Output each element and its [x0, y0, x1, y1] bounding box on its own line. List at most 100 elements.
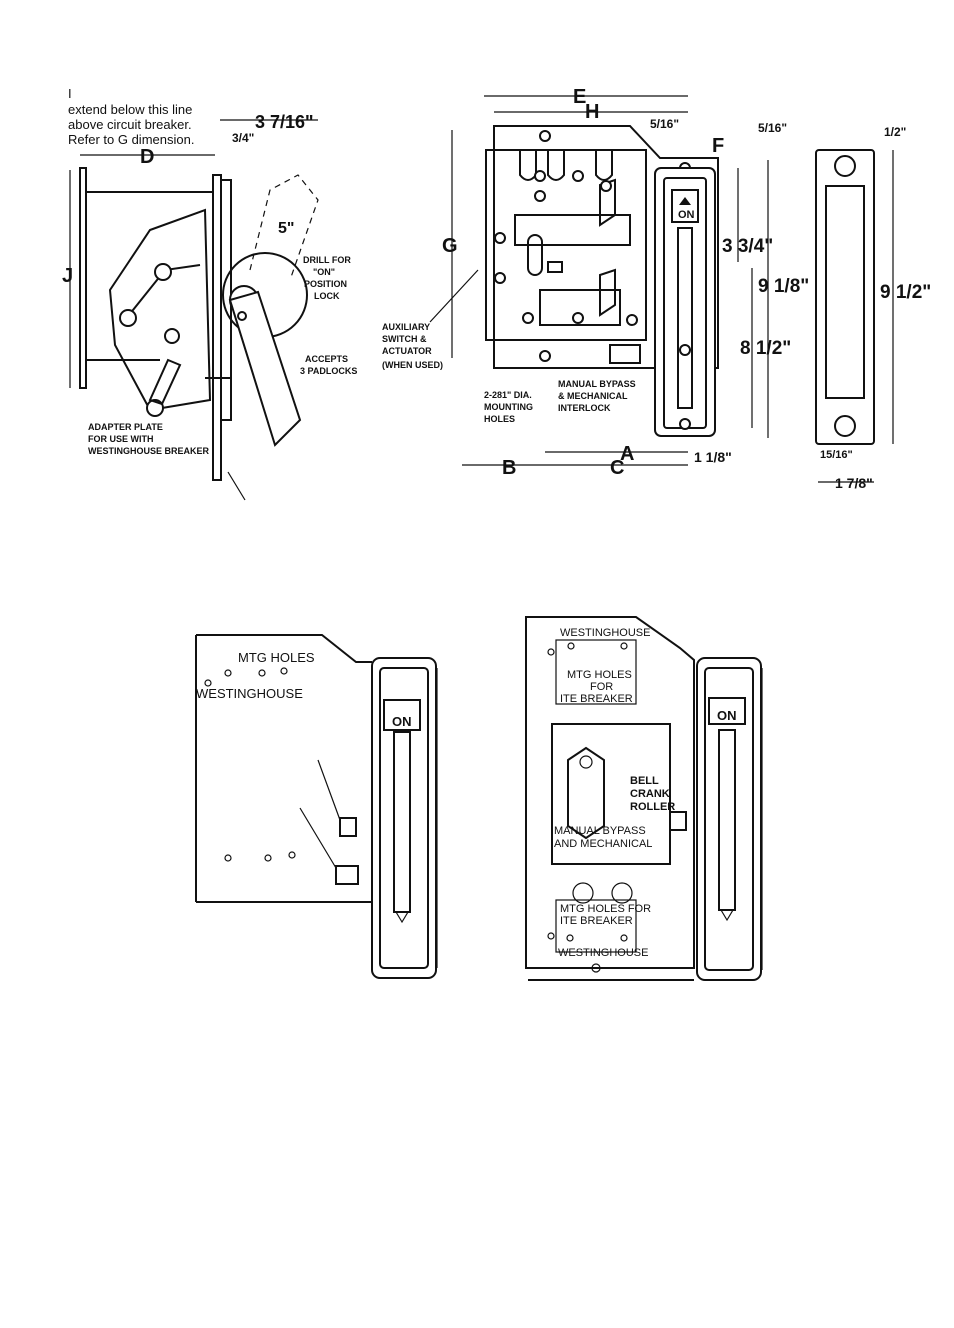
mount-label-2: MOUNTING: [484, 402, 533, 412]
side-handle-off-ghost: [249, 174, 319, 281]
front-top-hole: [539, 130, 551, 142]
ite-handle-track: [704, 667, 754, 971]
aux-label-3: ACTUATOR: [382, 346, 432, 356]
ite-lower-hole-2: [611, 882, 633, 904]
ite-bypass-2: AND MECHANICAL: [554, 838, 652, 850]
w-leader-2: [299, 807, 337, 869]
ite-view: WESTINGHOUSE MTG HOLES FOR ITE BREAKER B…: [525, 616, 763, 981]
ite-top-box: [555, 639, 637, 705]
padlock-label-2: 3 PADLOCKS: [300, 366, 357, 376]
ite-bell-3: ROLLER: [630, 801, 675, 813]
dim-j-label: J: [62, 265, 73, 287]
side-pivot-3: [164, 328, 180, 344]
side-handle-lever: [228, 290, 302, 447]
side-spring: [148, 358, 182, 406]
ite-mtg-top-2: FOR: [590, 681, 613, 693]
bypass-block: [609, 344, 641, 364]
front-on-label: ON: [678, 209, 695, 221]
front-mid-bar: [514, 214, 631, 246]
w-bypass-block: [335, 865, 359, 885]
front-slot-2: [547, 150, 565, 181]
dim-1-2-label: 1/2": [884, 125, 906, 139]
ite-handle-housing: [696, 657, 762, 981]
dim-5-16-a: 5/16": [650, 117, 679, 131]
end-view: 9 1/2" 1/2" 15/16" 1 7/8": [815, 125, 931, 491]
aux-label-1: AUXILIARY: [382, 322, 430, 332]
ite-brand-bottom: WESTINGHOUSE: [558, 947, 648, 959]
ite-brand-top: WESTINGHOUSE: [560, 627, 650, 639]
dim-h-label: H: [585, 101, 599, 123]
ite-bell-1: BELL: [630, 775, 659, 787]
drill-label-1: DRILL FOR: [303, 255, 351, 265]
bypass-label-1: MANUAL BYPASS: [558, 379, 636, 389]
dim-d-label: D: [140, 146, 154, 168]
side-note-line2: above circuit breaker.: [68, 117, 192, 132]
dim-1-1-8-label: 1 1/8": [694, 449, 732, 465]
front-handle-pivot: [679, 344, 691, 356]
drill-label-2: "ON": [313, 267, 335, 277]
aux-label-2: SWITCH &: [382, 334, 427, 344]
front-cam-2: [599, 268, 616, 317]
note-marker: I: [68, 86, 72, 101]
w-off-arrow-icon: [394, 911, 410, 924]
dim-9-1-2-label: 9 1/2": [880, 282, 931, 303]
front-breaker-outline: [485, 149, 647, 341]
dim-g-label: G: [442, 235, 458, 257]
dim-3-4-label: 3/4": [232, 131, 254, 145]
ite-bell-2: CRANK: [630, 788, 670, 800]
dim-1-7-8-label: 1 7/8": [835, 475, 873, 491]
adapter-label-2: FOR USE WITH: [88, 434, 154, 444]
ite-on-window: [708, 697, 746, 725]
ite-mid-box: [551, 723, 671, 865]
w-mtg-holes: MTG HOLES: [238, 650, 315, 665]
adapter-leader: [227, 471, 246, 501]
end-top-hole: [834, 155, 856, 177]
dim-c-label: C: [610, 457, 624, 479]
w-brand: WESTINGHOUSE: [196, 686, 303, 701]
front-slot-long: [527, 234, 543, 276]
end-slot: [825, 185, 865, 399]
w-leader-1: [317, 759, 341, 821]
dim-f-label: F: [712, 135, 724, 157]
side-pivot-2: [119, 309, 137, 327]
side-back-plate: [79, 167, 87, 389]
ite-mtg-bottom-2: ITE BREAKER: [560, 915, 633, 927]
ite-roller: [669, 811, 687, 831]
side-drill-hole: [237, 311, 247, 321]
dim-9-1-8-label: 9 1/8": [758, 276, 809, 297]
front-on-window: [671, 189, 699, 223]
front-handle-housing: [654, 167, 716, 437]
aux-leader: [429, 269, 479, 323]
padlock-label-1: ACCEPTS: [305, 354, 348, 364]
ite-off-arrow-icon: [719, 909, 735, 922]
w-plate-top: [196, 634, 372, 663]
front-handle-slot: [677, 227, 693, 409]
side-front-plate: [212, 174, 222, 481]
dim-15-16-label: 15/16": [820, 449, 853, 461]
ite-crank-top: [579, 755, 593, 769]
front-on-arrow-icon: [679, 197, 691, 205]
side-pivot-1: [154, 263, 172, 281]
dim-e-label: E: [573, 86, 586, 108]
w-nut: [339, 817, 357, 837]
ite-lower-hole-1: [572, 882, 594, 904]
adapter-label-1: ADAPTER PLATE: [88, 422, 163, 432]
ite-mtg-top-3: ITE BREAKER: [560, 693, 633, 705]
front-bottom-hole: [539, 350, 551, 362]
w-handle-housing: [371, 657, 437, 979]
ite-plate: [525, 616, 695, 969]
ite-on-label: ON: [717, 708, 737, 723]
front-small-rect: [547, 261, 563, 273]
drill-label-4: LOCK: [314, 291, 340, 301]
side-note-line3: Refer to G dimension.: [68, 132, 194, 147]
ite-mount-holes: [547, 642, 628, 973]
dim-5-label: 5": [278, 220, 294, 237]
bypass-label-3: INTERLOCK: [558, 403, 611, 413]
ite-mtg-bottom-1: MTG HOLES FOR: [560, 903, 651, 915]
w-mount-holes: [204, 667, 296, 862]
dim-b-label: B: [502, 457, 516, 479]
mount-label-3: HOLES: [484, 414, 515, 424]
drill-label-3: POSITION: [304, 279, 347, 289]
w-on-label: ON: [392, 714, 412, 729]
